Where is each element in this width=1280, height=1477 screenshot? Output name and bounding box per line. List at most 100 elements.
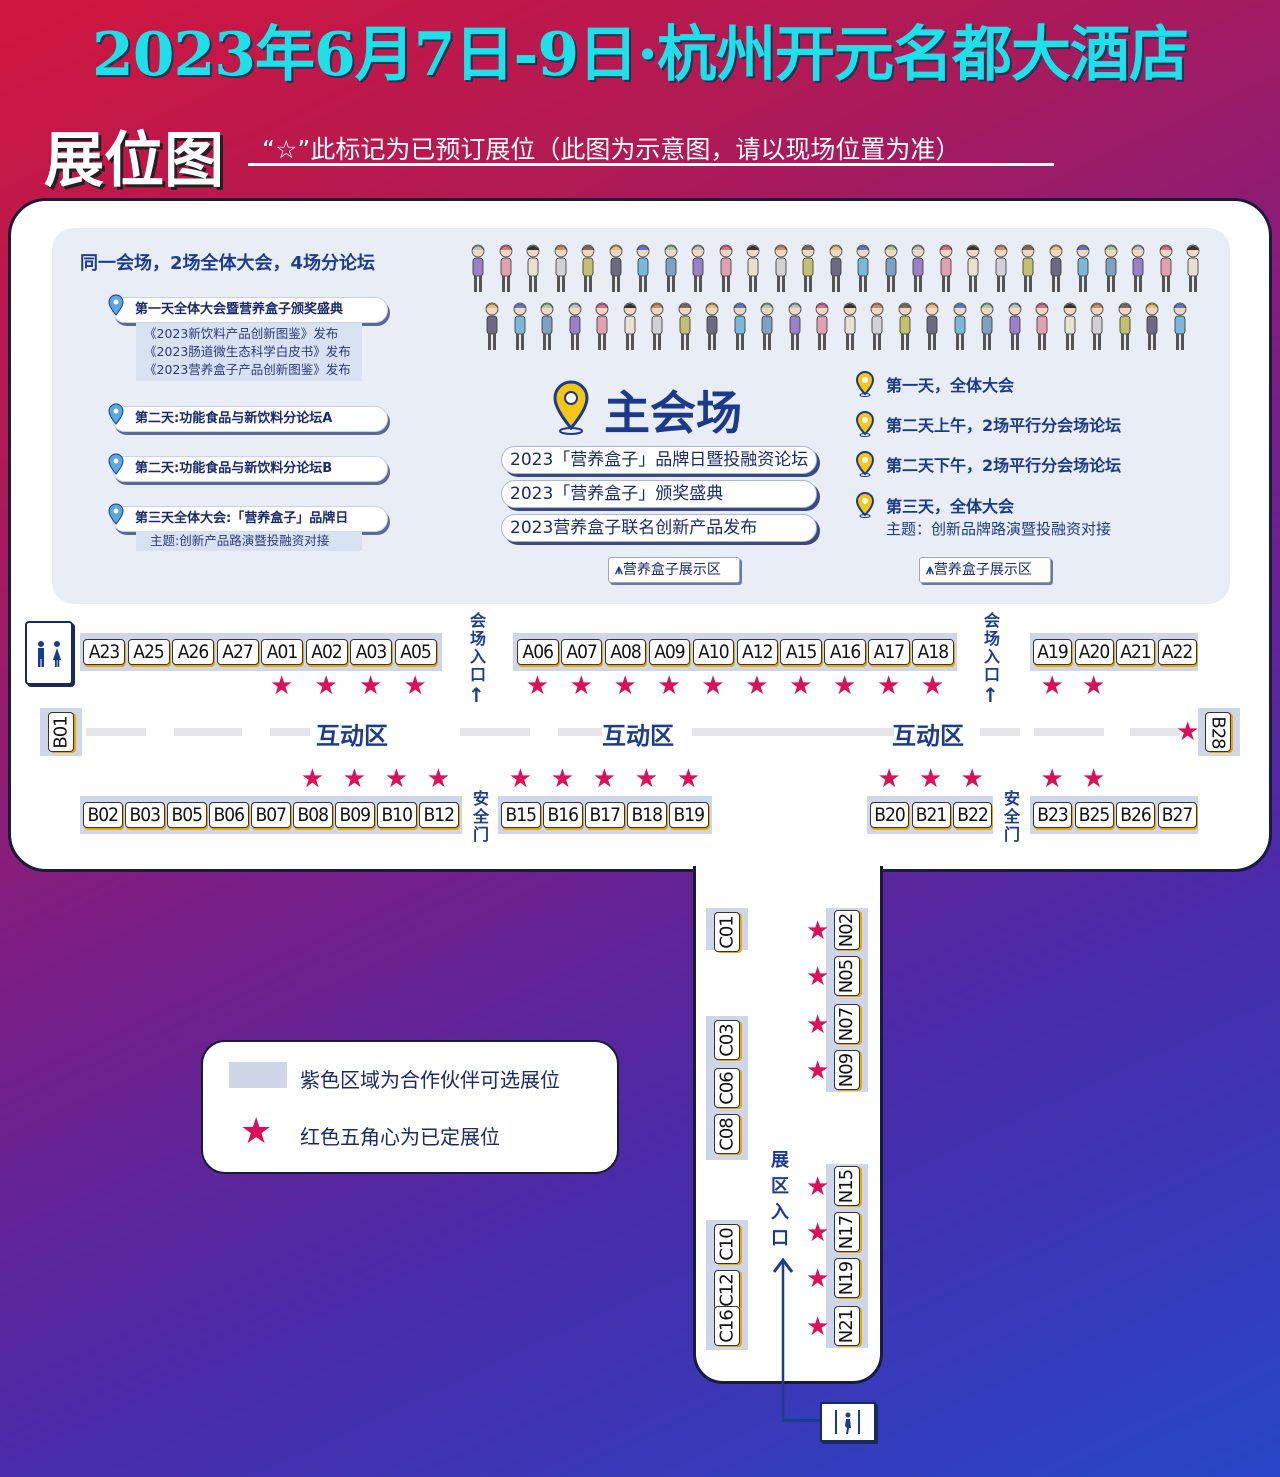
person-figure (1090, 302, 1104, 350)
person-figure (1063, 302, 1076, 350)
booth-c12[interactable]: C12 (714, 1270, 740, 1310)
booth-a12[interactable]: A12 (736, 639, 778, 665)
booth-a20[interactable]: A20 (1074, 639, 1114, 665)
booth-a25[interactable]: A25 (127, 639, 170, 665)
person-figure (1049, 244, 1062, 292)
booth-n02[interactable]: N02 (834, 910, 860, 950)
main-event-awards[interactable]: 2023「营养盒子」颁奖盛典 (501, 480, 817, 508)
aisle-dash (558, 728, 602, 736)
booth-b16[interactable]: B16 (543, 802, 583, 828)
location-pin-icon (108, 453, 124, 475)
door-icon[interactable] (820, 1402, 876, 1442)
booth-a27[interactable]: A27 (216, 639, 259, 665)
booth-b26[interactable]: B26 (1116, 802, 1155, 828)
star-icon: ★ (806, 916, 830, 946)
booth-c16[interactable]: C16 (714, 1306, 740, 1346)
booth-b09[interactable]: B09 (335, 802, 375, 828)
booth-a18[interactable]: A18 (912, 639, 954, 665)
location-pin-icon (855, 370, 875, 397)
booth-b01[interactable]: B01 (48, 712, 74, 752)
booth-b27[interactable]: B27 (1157, 802, 1197, 828)
booth-a23[interactable]: A23 (83, 639, 125, 665)
booth-c01[interactable]: C01 (714, 912, 740, 952)
booth-b07[interactable]: B07 (251, 802, 291, 828)
booth-n09[interactable]: N09 (834, 1050, 860, 1090)
booth-b17[interactable]: B17 (585, 802, 625, 828)
booth-a17[interactable]: A17 (868, 639, 910, 665)
booth-b18[interactable]: B18 (627, 802, 667, 828)
main-event-forum[interactable]: 2023「营养盒子」品牌日暨投融资论坛 (501, 446, 817, 474)
restroom-icon[interactable] (25, 621, 73, 685)
booth-b02[interactable]: B02 (83, 802, 123, 828)
booth-a15[interactable]: A15 (780, 639, 822, 665)
person-figure (705, 302, 719, 350)
booth-c06[interactable]: C06 (714, 1068, 740, 1108)
person-figure (691, 244, 705, 292)
booth-n17[interactable]: N17 (834, 1212, 860, 1252)
booth-n19[interactable]: N19 (834, 1258, 860, 1298)
star-icon: ★ (359, 671, 383, 701)
star-icon: ★ (876, 671, 901, 701)
booth-c03[interactable]: C03 (714, 1020, 740, 1060)
location-pin-icon (108, 294, 124, 316)
showcase-area-right[interactable]: ⩚营养盒子展示区 (919, 557, 1051, 583)
booth-a10[interactable]: A10 (692, 639, 735, 665)
booth-a03[interactable]: A03 (350, 639, 392, 665)
person-figure (774, 244, 787, 292)
booth-a09[interactable]: A09 (648, 639, 691, 665)
star-icon: ★ (270, 671, 294, 701)
legend-reserved-text: 红色五角心为已定展位 (300, 1125, 500, 1149)
booth-n21[interactable]: N21 (834, 1306, 860, 1346)
main-event-launch[interactable]: 2023营养盒子联名创新产品发布 (501, 514, 817, 542)
star-icon: ★ (920, 671, 945, 701)
forum-summary: 同一会场，2场全体大会，4场分论坛 (80, 253, 376, 274)
showcase-area-left[interactable]: ⩚营养盒子展示区 (608, 557, 740, 583)
booth-b12[interactable]: B12 (419, 802, 459, 828)
booth-b19[interactable]: B19 (669, 802, 709, 828)
booth-n15[interactable]: N15 (834, 1166, 860, 1206)
booth-a01[interactable]: A01 (261, 639, 303, 665)
booth-a26[interactable]: A26 (172, 639, 214, 665)
booth-b23[interactable]: B23 (1033, 802, 1072, 828)
legend-partner-text: 紫色区域为合作伙伴可选展位 (300, 1068, 560, 1092)
booth-b20[interactable]: B20 (870, 802, 909, 828)
logo-icon: ⩚ (615, 562, 623, 578)
booth-b21[interactable]: B21 (911, 802, 951, 828)
aisle-dash (692, 728, 892, 736)
forum-item-day3[interactable]: 第三天全体大会:「营养盒子」品牌日 (112, 506, 388, 532)
booth-b03[interactable]: B03 (125, 802, 165, 828)
booth-b10[interactable]: B10 (377, 802, 417, 828)
booth-a22[interactable]: A22 (1157, 639, 1197, 665)
booth-n07[interactable]: N07 (834, 1004, 860, 1044)
aisle-dash (174, 728, 242, 736)
booth-a19[interactable]: A19 (1033, 639, 1072, 665)
forum-item-day1[interactable]: 第一天全体大会暨营养盒子颁奖盛典 (112, 297, 388, 323)
booth-b15[interactable]: B15 (501, 802, 541, 828)
booth-a16[interactable]: A16 (824, 639, 866, 665)
star-icon: ★ (550, 764, 575, 794)
booth-a21[interactable]: A21 (1116, 639, 1155, 665)
booth-c08[interactable]: C08 (714, 1114, 740, 1154)
forum-item-day2b[interactable]: 第二天:功能食品与新饮料分论坛B (112, 456, 388, 482)
person-figure (526, 244, 540, 292)
person-figure (746, 244, 760, 292)
forum-item-day2a[interactable]: 第二天:功能食品与新饮料分论坛A (112, 406, 388, 432)
booth-a07[interactable]: A07 (560, 639, 603, 665)
booth-a08[interactable]: A08 (604, 639, 647, 665)
arrow-up-icon: ↑ (982, 683, 999, 707)
star-icon: ★ (300, 764, 325, 794)
booth-c10[interactable]: C10 (714, 1224, 740, 1264)
booth-b08[interactable]: B08 (293, 802, 333, 828)
booth-a06[interactable]: A06 (517, 639, 559, 665)
person-figure (966, 244, 980, 292)
booth-n05[interactable]: N05 (834, 956, 860, 996)
booth-b05[interactable]: B05 (167, 802, 207, 828)
booth-a02[interactable]: A02 (305, 639, 348, 665)
booth-a05[interactable]: A05 (394, 639, 437, 665)
booth-b06[interactable]: B06 (209, 802, 249, 828)
booth-b22[interactable]: B22 (953, 802, 992, 828)
schedule-item: 第二天下午，2场平行分会场论坛 (886, 456, 1122, 475)
person-figure (843, 302, 856, 350)
booth-b25[interactable]: B25 (1074, 802, 1114, 828)
booth-b28[interactable]: B28 (1205, 712, 1231, 752)
